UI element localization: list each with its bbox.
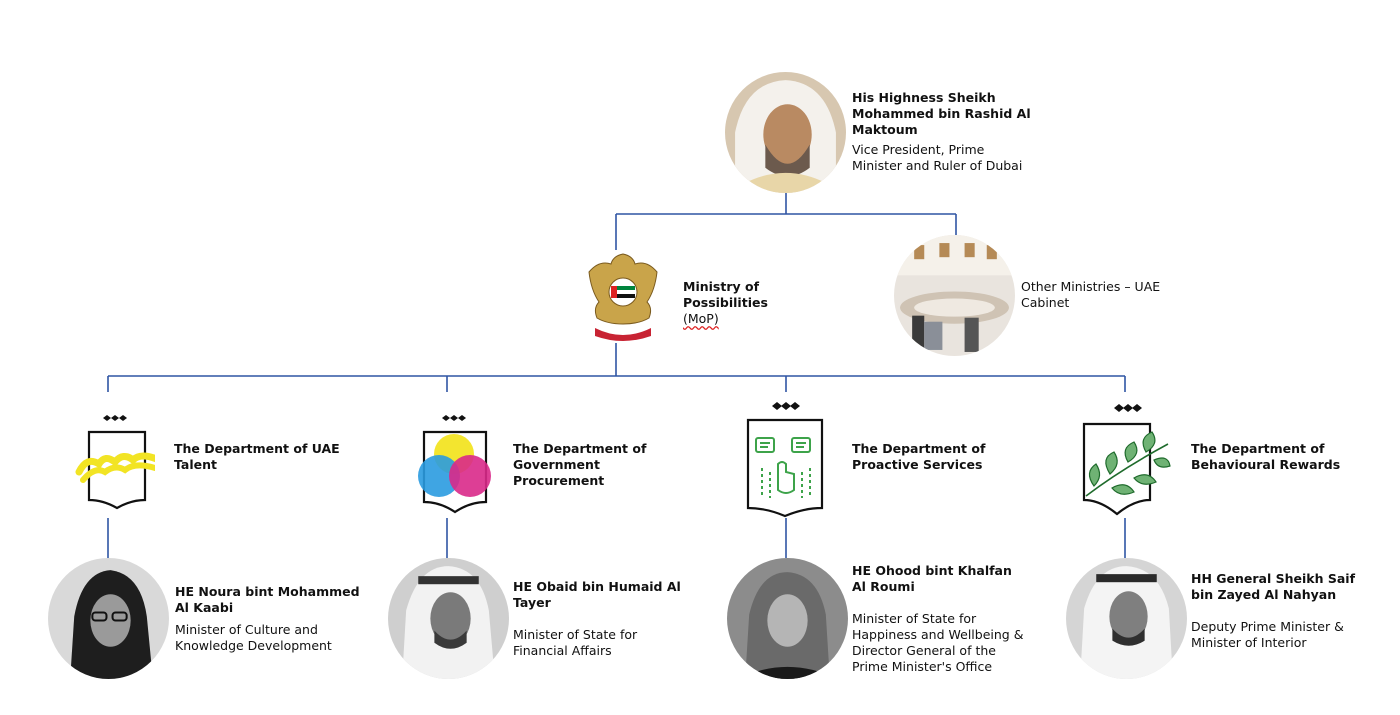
dept-rewards-label: The Department of Behavioural Rewards xyxy=(1191,441,1341,472)
ruler-info: His Highness Sheikh Mohammed bin Rashid … xyxy=(852,90,1032,174)
cabinet-label: Other Ministries – UAE Cabinet xyxy=(1021,279,1161,310)
minister-info-4: HH General Sheikh Saif bin Zayed Al Nahy… xyxy=(1191,571,1369,651)
minister-info-3: HE Ohood bint Khalfan Al Roumi Minister … xyxy=(852,563,1024,675)
minister-name-3: HE Ohood bint Khalfan Al Roumi xyxy=(852,563,1012,594)
services-shield-icon xyxy=(746,402,824,518)
minister-name-4: HH General Sheikh Saif bin Zayed Al Nahy… xyxy=(1191,571,1356,602)
minister-info-2: HE Obaid bin Humaid Al Tayer Minister of… xyxy=(513,579,683,659)
minister-name-2: HE Obaid bin Humaid Al Tayer xyxy=(513,579,681,610)
minister-portrait-4 xyxy=(1066,558,1187,679)
rewards-shield-icon xyxy=(1082,404,1171,516)
ruler-title: Vice President, Prime Minister and Ruler… xyxy=(852,142,1023,173)
minister-info-1: HE Noura bint Mohammed Al Kaabi Minister… xyxy=(175,584,365,654)
minister-portrait-1 xyxy=(48,558,169,679)
minister-role-3: Minister of State for Happiness and Well… xyxy=(852,611,1024,674)
mop-label: Ministry of Possibilities (MoP) xyxy=(683,279,843,327)
minister-portrait-2 xyxy=(388,558,509,679)
ruler-name: His Highness Sheikh Mohammed bin Rashid … xyxy=(852,90,1031,137)
dept-talent-label: The Department of UAE Talent xyxy=(174,441,340,472)
minister-role-2: Minister of State for Financial Affairs xyxy=(513,627,638,658)
cabinet-meeting-photo xyxy=(894,235,1015,356)
minister-name-1: HE Noura bint Mohammed Al Kaabi xyxy=(175,584,360,615)
uae-emblem-icon xyxy=(588,253,658,341)
dept-procurement-label: The Department of Government Procurement xyxy=(513,441,647,488)
ruler-portrait xyxy=(725,72,846,193)
dept-services-label: The Department of Proactive Services xyxy=(852,441,986,472)
procurement-shield-icon xyxy=(418,415,491,514)
mop-abbr: (MoP) xyxy=(683,311,719,326)
minister-role-4: Deputy Prime Minister & Minister of Inte… xyxy=(1191,619,1344,650)
mop-name: Ministry of Possibilities xyxy=(683,279,768,310)
minister-role-1: Minister of Culture and Knowledge Develo… xyxy=(175,622,332,653)
minister-portrait-3 xyxy=(727,558,848,679)
talent-shield-icon xyxy=(75,415,155,510)
